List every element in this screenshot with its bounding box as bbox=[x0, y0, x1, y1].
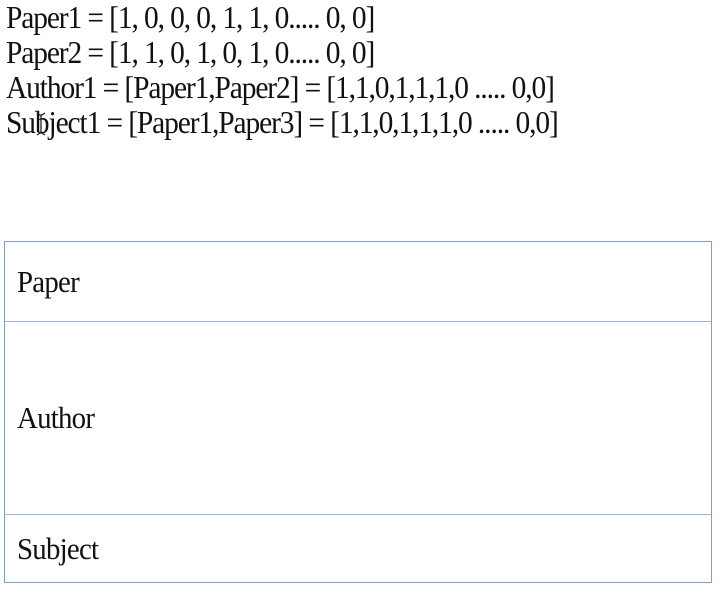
equation-subject1: Subject1 = [Paper1,Paper3] = [1,1,0,1,1,… bbox=[6, 104, 559, 140]
row-label-author: Author bbox=[17, 400, 95, 435]
table-row-paper: Paper bbox=[5, 242, 711, 322]
category-table: Paper Author Subject bbox=[4, 241, 712, 583]
equation-author1: Author1 = [Paper1,Paper2] = [1,1,0,1,1,1… bbox=[6, 69, 555, 105]
table-row-author: Author bbox=[5, 322, 711, 515]
equation-paper2: Paper2 = [1, 1, 0, 1, 0, 1, 0..... 0, 0] bbox=[6, 34, 375, 70]
table-row-subject: Subject bbox=[5, 515, 711, 582]
equations-block: Paper1 = [1, 0, 0, 0, 1, 1, 0..... 0, 0]… bbox=[6, 0, 718, 140]
equation-paper1: Paper1 = [1, 0, 0, 0, 1, 1, 0..... 0, 0] bbox=[6, 0, 375, 35]
row-label-subject: Subject bbox=[17, 530, 99, 566]
row-label-paper: Paper bbox=[17, 263, 80, 299]
text-cursor-icon bbox=[36, 112, 46, 136]
